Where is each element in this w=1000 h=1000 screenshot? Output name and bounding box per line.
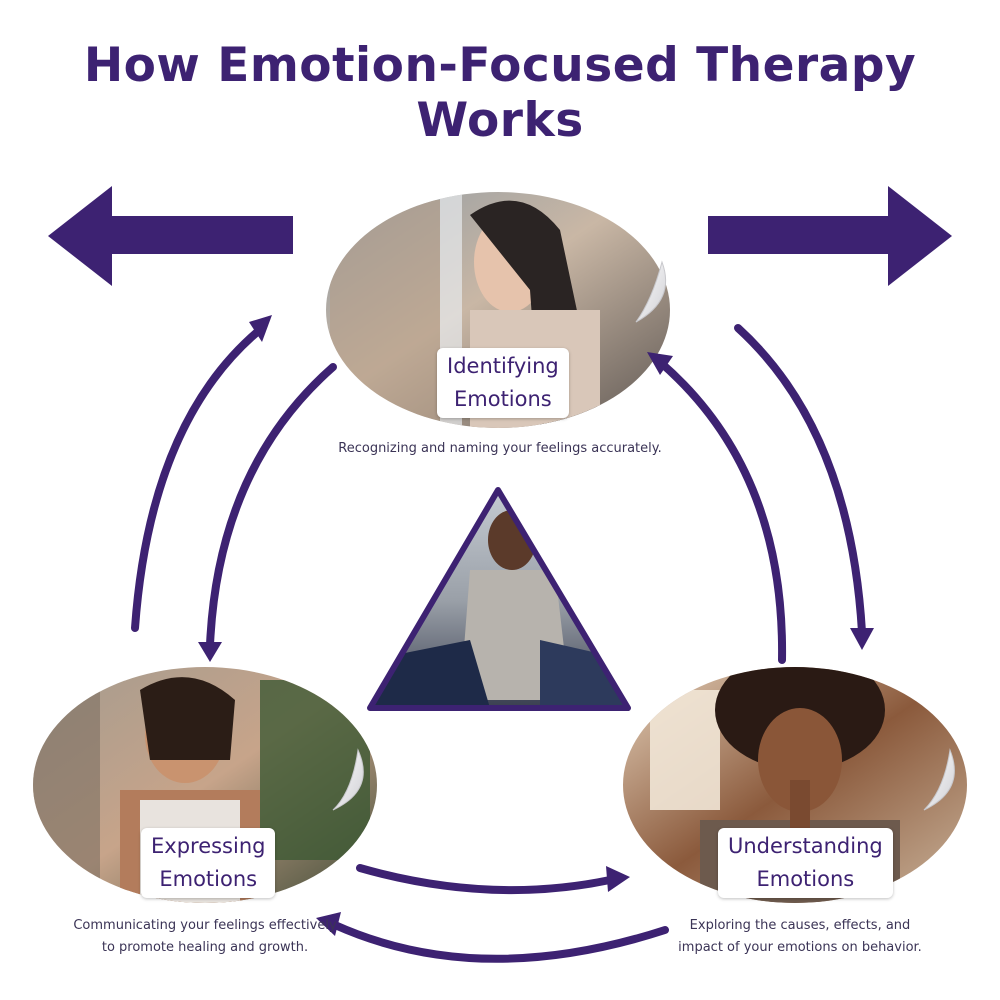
understanding-label: Understanding Emotions [718,828,893,898]
identifying-label: Identifying Emotions [437,348,569,418]
arrow-right-icon [708,186,952,286]
expressing-description: Communicating your feelings effectively … [73,918,337,955]
page-title: How Emotion-Focused Therapy Works [83,38,917,148]
expressing-label: Expressing Emotions [141,828,276,898]
center-therapy-photo [367,487,631,711]
understanding-description: Exploring the causes, effects, and impac… [678,918,922,955]
curved-arrow-icon [131,324,866,963]
arrow-left-icon [48,186,293,286]
arrow-heads [198,315,874,936]
identifying-description: Recognizing and naming your feelings acc… [338,441,662,456]
